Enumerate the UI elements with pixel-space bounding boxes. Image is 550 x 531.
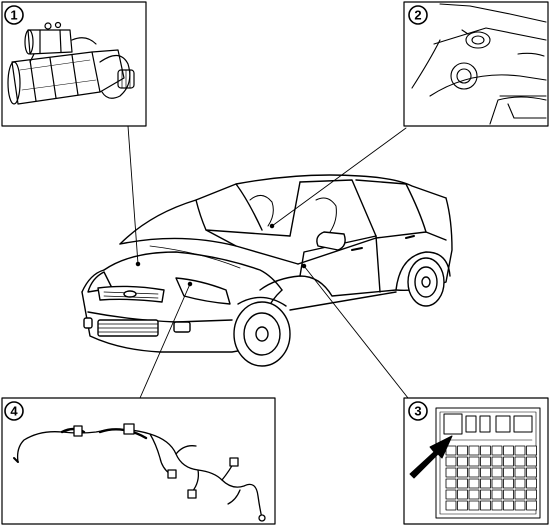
front-wheel xyxy=(233,296,291,367)
fuse-slot xyxy=(480,500,491,511)
fuse-slot xyxy=(480,445,491,456)
grille xyxy=(97,285,165,303)
fuse-slot xyxy=(457,500,468,511)
callout-number-1: 1 xyxy=(10,8,17,23)
fuse-slot xyxy=(526,456,537,467)
fuse-slot xyxy=(514,467,526,478)
fuse-slot xyxy=(503,445,514,456)
starter-motor-illustration xyxy=(7,21,135,105)
fuse-slot xyxy=(457,445,468,456)
fuse-grid xyxy=(445,445,537,511)
ignition-lock-illustration xyxy=(411,3,547,125)
fuse-slot xyxy=(491,489,503,500)
fuse-slot xyxy=(514,445,526,456)
fuse-slot xyxy=(514,500,526,511)
fuse-slot xyxy=(457,467,468,478)
fuse-slot xyxy=(514,456,526,467)
callout-number-2: 2 xyxy=(414,8,421,23)
fuse-slot xyxy=(480,478,491,489)
fuse-slot xyxy=(468,445,480,456)
fuse-slot xyxy=(445,489,457,500)
callout-badge-4: 4 xyxy=(4,401,24,421)
panel-4-wiring-harness xyxy=(1,397,276,525)
callout-number-3: 3 xyxy=(414,404,421,419)
fuse-slot xyxy=(526,445,537,456)
fuse-slot xyxy=(480,489,491,500)
fuse-slot xyxy=(491,478,503,489)
fuse-slot xyxy=(514,489,526,500)
rear-wheel xyxy=(407,257,445,307)
callout-badge-2: 2 xyxy=(408,5,428,25)
fuse-slot xyxy=(491,456,503,467)
fuse-slot xyxy=(526,489,537,500)
callout-number-4: 4 xyxy=(10,404,18,419)
fuse-slot xyxy=(514,478,526,489)
fuse-slot xyxy=(445,478,457,489)
fuse-slot xyxy=(457,489,468,500)
fuse-box-illustration xyxy=(435,407,541,519)
leader-lines xyxy=(127,125,409,399)
fuse-slot xyxy=(457,456,468,467)
callout-badge-3: 3 xyxy=(408,401,428,421)
panel-1-starter-motor xyxy=(1,1,147,127)
fuse-slot xyxy=(491,445,503,456)
relay-pointer-arrow xyxy=(409,435,453,479)
fuse-slot xyxy=(503,456,514,467)
fuse-slot xyxy=(503,467,514,478)
fuse-slot xyxy=(445,456,457,467)
fuse-slot xyxy=(445,500,457,511)
fuse-slot xyxy=(526,500,537,511)
fuse-slot xyxy=(491,500,503,511)
fuse-slot xyxy=(480,467,491,478)
fuse-slot xyxy=(491,467,503,478)
fuse-slot xyxy=(503,489,514,500)
callout-badge-1: 1 xyxy=(4,5,24,25)
fuse-slot xyxy=(503,478,514,489)
fuse-slot xyxy=(468,489,480,500)
fuse-slot xyxy=(468,478,480,489)
fuse-slot xyxy=(468,500,480,511)
fuse-slot xyxy=(468,456,480,467)
car-illustration xyxy=(81,174,453,367)
fuse-slot xyxy=(526,467,537,478)
fuse-slot xyxy=(445,445,457,456)
wiring-harness-illustration xyxy=(13,423,266,522)
fuse-slot xyxy=(503,500,514,511)
panel-2-ignition-lock xyxy=(403,1,549,127)
fuse-slot xyxy=(468,467,480,478)
fuse-slot xyxy=(480,456,491,467)
fuse-slot xyxy=(526,478,537,489)
panel-3-fuse-relay-box xyxy=(403,397,549,525)
fuse-slot xyxy=(445,467,457,478)
fuse-slot xyxy=(457,478,468,489)
